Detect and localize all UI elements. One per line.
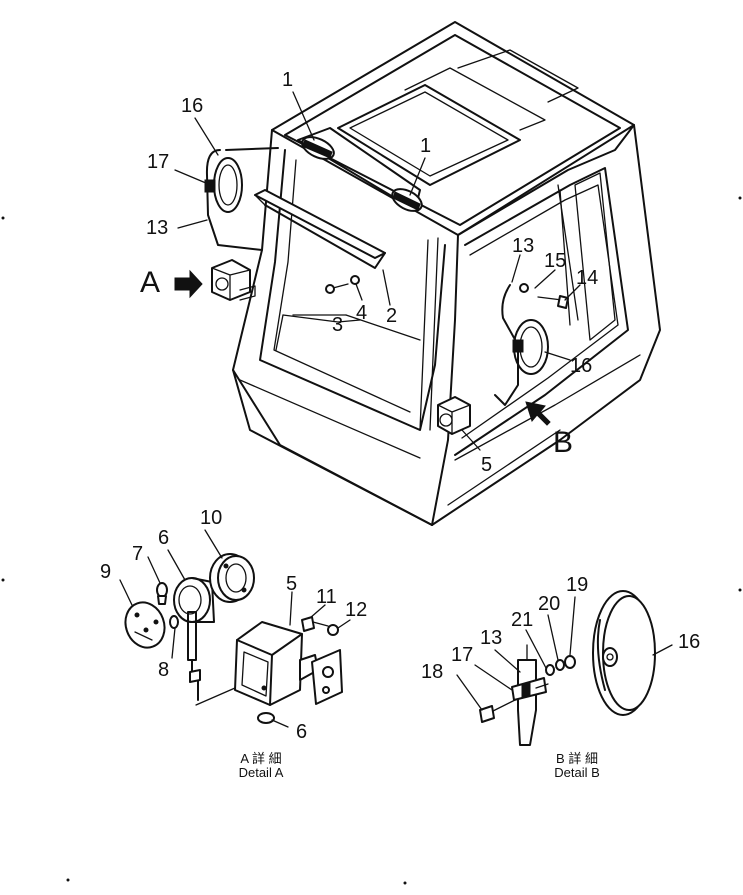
callout-1: 1 xyxy=(282,69,294,91)
callout-4: 4 xyxy=(356,302,368,324)
callout-13: 13 xyxy=(480,627,503,649)
callout-6: 6 xyxy=(158,527,170,549)
lamp-box-a xyxy=(211,259,256,301)
callout-15: 15 xyxy=(544,250,567,272)
view-marker-a: A xyxy=(140,266,161,299)
callout-17: 17 xyxy=(451,644,474,666)
callout-14: 14 xyxy=(576,267,599,289)
callout-8: 8 xyxy=(158,659,170,681)
right-mirror xyxy=(494,283,569,406)
callout-5: 5 xyxy=(286,573,298,595)
callout-7: 7 xyxy=(132,543,144,565)
view-arrow-a xyxy=(174,269,203,299)
detail-a-caption-en: Detail A xyxy=(238,764,284,780)
screw-3 xyxy=(332,283,349,289)
callout-13: 13 xyxy=(512,235,535,257)
callout-19: 19 xyxy=(566,574,589,596)
callout-21: 21 xyxy=(511,609,534,631)
callout-5: 5 xyxy=(481,454,493,476)
callout-18: 18 xyxy=(421,661,444,683)
callout-16: 16 xyxy=(181,95,204,117)
detail-b-caption-jp: B 詳 細 xyxy=(556,751,598,766)
screw-3-head xyxy=(325,284,335,294)
callout-16: 16 xyxy=(678,631,701,653)
callout-11: 11 xyxy=(316,586,337,608)
detail-b-drawing xyxy=(456,590,673,746)
detail-b-caption-en: Detail B xyxy=(554,764,600,780)
callout-20: 20 xyxy=(538,593,561,615)
detail-a-drawing xyxy=(119,529,351,728)
lamp-box-b xyxy=(437,396,471,435)
callout-17: 17 xyxy=(147,151,170,173)
callout-13: 13 xyxy=(146,217,169,239)
callout-6: 6 xyxy=(296,721,308,743)
cab-body xyxy=(232,21,661,526)
callout-1: 1 xyxy=(420,135,432,157)
detail-a-caption: A 詳 細 Detail A xyxy=(224,752,298,779)
view-arrow-b xyxy=(525,401,551,426)
callout-10: 10 xyxy=(200,507,223,529)
detail-a-caption-jp: A 詳 細 xyxy=(240,751,282,766)
callout-3: 3 xyxy=(332,314,344,336)
callout-16: 16 xyxy=(570,355,593,377)
detail-b-caption: B 詳 細 Detail B xyxy=(540,752,614,779)
washer-4 xyxy=(350,275,360,285)
callout-2: 2 xyxy=(386,305,398,327)
leader-lines xyxy=(174,91,581,451)
callout-9: 9 xyxy=(100,561,112,583)
view-marker-b: B xyxy=(553,426,574,459)
callout-12: 12 xyxy=(345,599,368,621)
